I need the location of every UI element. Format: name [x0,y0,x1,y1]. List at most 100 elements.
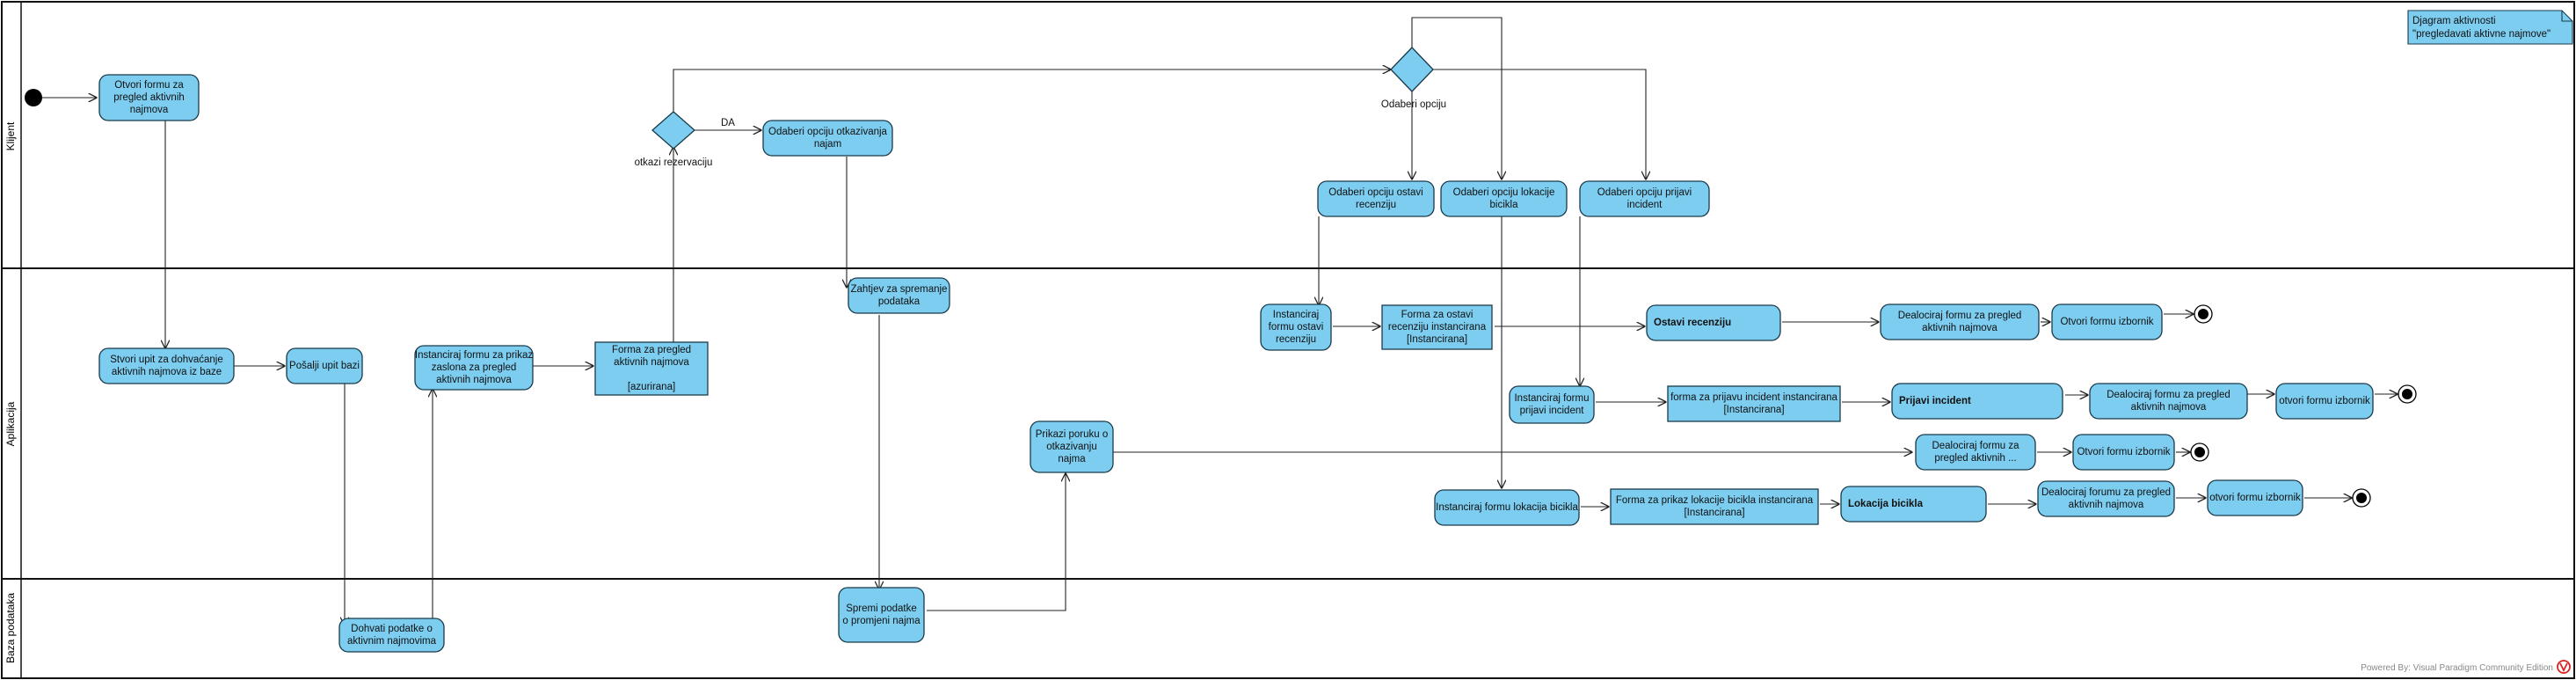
node-label-line: Instanciraj formu za prikaz [415,350,533,361]
node-label-line: Ostavi recenziju [1654,318,1731,328]
node-shape [1030,420,1114,473]
watermark-text: Powered By: Visual Paradigm Community Ed… [2361,663,2553,673]
node-shape [2072,434,2175,471]
node-shape [848,277,950,314]
node-label-line: Spremi podatke [846,603,917,614]
node-label-line: [azurirana] [628,382,675,392]
node-shape [1434,489,1580,526]
final-node [2352,488,2371,508]
node-label-line: [Instancirana] [1407,334,1467,345]
node-label-line: Odaberi opciju prijavi [1597,187,1692,198]
node-label-line: Odaberi opciju ostavi [1328,187,1423,198]
action-node-n13: Odaberi opciju prijavi incident [1579,180,1710,217]
node-shape [2207,479,2303,516]
node-label-line: Lokacija bicikla [1848,499,1924,509]
node-label-line: [Instancirana] [1684,508,1744,518]
action-node-n23: otvori formu izbornik [2275,383,2374,420]
node-label-line: forma za prijavu incident instancirana [1670,392,1837,403]
node-label-line: aktivnih najmova [2069,500,2144,510]
final-node [2398,384,2417,404]
lane-label-aplikacija: Aplikacija [4,401,17,446]
node-label-line: Instanciraj formu lokacija bicikla [1436,502,1578,513]
action-node-n4: Dohvati podatke o aktivnim najmovima [338,618,445,653]
node-label-line: Odaberi opciju lokacije [1453,187,1555,198]
node-label-line: pregled aktivnih [113,92,185,103]
decision-da-label: DA [721,118,735,128]
initial-node [25,89,42,106]
diagram-note: Djagram aktivnosti "pregledavati aktivne… [2407,10,2573,45]
action-node-n3: Pošalji upit bazi [286,347,363,384]
node-shape [1509,385,1595,424]
node-label-line: recenziju instancirana [1388,322,1487,333]
note-line-2: "pregledavati aktivne najmove" [2412,29,2551,40]
node-label-line: Odaberi opciju otkazivanja [768,127,887,137]
node-label-line: Dealociraj forumu za pregled [2041,487,2171,498]
node-shape [1646,304,1781,341]
node-shape [1915,434,2036,471]
action-node-n28: Lokacija bicikla [1840,486,1987,523]
node-label-line: najmova [130,105,169,115]
node-label-line: Prikazi poruku o [1036,429,1108,440]
action-node-n29: Dealociraj forumu za pregled aktivnih naj… [2037,480,2175,517]
action-node-n7: Odaberi opciju otkazivanja najam [762,120,893,157]
node-shape [762,120,893,157]
lane-label-klijent: Klijent [4,121,17,150]
node-shape [1667,385,1841,422]
node-shape [98,74,200,121]
node-label-line: prijavi incident [1520,406,1585,416]
node-label-line: Dohvati podatke o [351,624,433,634]
object-node-n20: forma za prijavu incident instancirana[I… [1667,385,1841,422]
object-node-n27: Forma za prikaz lokacije bicikla instanc… [1610,488,1819,525]
node-shape [414,345,534,391]
action-node-n18: Otvori formu izbornik [2051,303,2163,340]
decision-odaberi: Odaberi opciju [1381,47,1446,110]
final-node [2194,304,2213,324]
control-flows [42,17,2398,625]
node-shape [1610,488,1819,525]
node-label-line: otvori formu izbornik [2279,396,2370,406]
node-shape [2089,383,2248,420]
node-shape [1381,304,1493,350]
node-shape [1317,180,1435,217]
node-label-line: otvori formu izbornik [2209,493,2301,503]
node-label-line: podataka [878,296,921,307]
node-label-line: Forma za prikaz lokacije bicikla instanc… [1616,495,1814,506]
node-shape [338,618,445,653]
action-node-n21: Prijavi incident [1891,383,2063,420]
node-label-line: incident [1627,200,1663,210]
node-label-line: recenziju [1276,334,1316,345]
node-label-line: aktivnim najmovima [347,636,437,647]
node-label-line: Dealociraj formu za pregled [1898,311,2022,321]
node-shape [1260,303,1332,351]
node-label-line: bicikla [1490,200,1519,210]
node-shape [1840,486,1987,523]
node-label-line: zaslona za pregled [432,362,517,373]
action-node-n30: otvori formu izbornik [2207,479,2303,516]
node-label-line: Otvori formu za [114,80,184,91]
action-node-n12: Odaberi opciju lokacije bicikla [1440,180,1568,217]
node-label-line: Instanciraj [1273,310,1319,320]
node-label-line: najma [1058,454,1086,464]
note-line-1: Djagram aktivnosti [2412,16,2496,26]
node-label-line: o promjeni najma [842,616,921,626]
decision-otkazi-label: otkazi rezervaciju [635,157,713,168]
node-label-line: aktivnih najmova [614,357,689,368]
node-label-line: Otvori formu izbornik [2077,447,2170,457]
decision-otkazi: otkazi rezervaciju DA [635,111,735,168]
node-shape [2051,303,2163,340]
node-label-line: najam [814,139,841,150]
action-node-n16: Ostavi recenziju [1646,304,1781,341]
node-label-line: pregled aktivnih ... [1934,453,2016,464]
action-node-n9: Spremi podatke o promjeni najma [838,587,925,643]
node-shape [2037,480,2175,517]
